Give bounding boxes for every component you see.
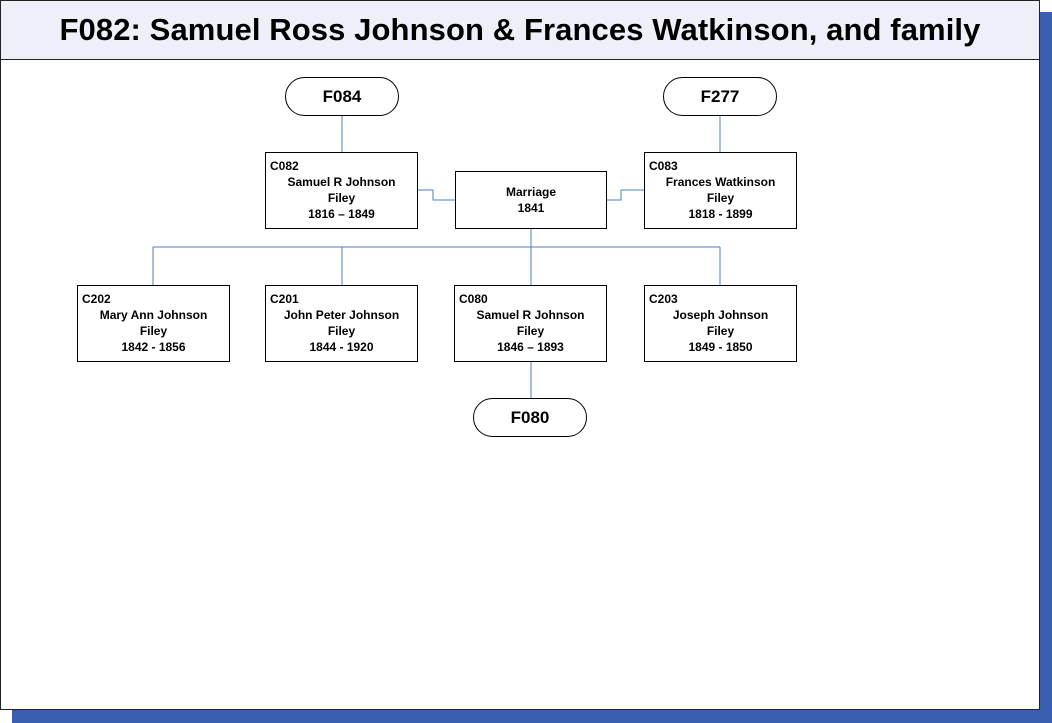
person-code: C082 [270, 159, 299, 173]
connector-marriage-c083 [607, 189, 644, 201]
person-box-father[interactable]: C082 Samuel R Johnson Filey 1816 – 1849 [265, 152, 418, 229]
connector-c082-marriage [418, 189, 455, 201]
person-code: C083 [649, 159, 678, 173]
person-box-child-2[interactable]: C201 John Peter Johnson Filey 1844 - 192… [265, 285, 418, 362]
person-place: Filey [327, 191, 356, 205]
person-box-mother[interactable]: C083 Frances Watkinson Filey 1818 - 1899 [644, 152, 797, 229]
person-place: Filey [706, 324, 735, 338]
family-link-f084[interactable]: F084 [285, 77, 399, 116]
person-code: C080 [459, 292, 488, 306]
person-code: C201 [270, 292, 299, 306]
person-dates: 1846 – 1893 [497, 340, 564, 354]
marriage-year: 1841 [517, 201, 545, 215]
person-code: C203 [649, 292, 678, 306]
chart-page: F082: Samuel Ross Johnson & Frances Watk… [0, 0, 1040, 710]
person-name: Frances Watkinson [665, 175, 776, 189]
person-dates: 1849 - 1850 [688, 340, 753, 354]
person-name: Mary Ann Johnson [99, 308, 208, 322]
person-place: Filey [516, 324, 545, 338]
person-place: Filey [139, 324, 168, 338]
person-name: John Peter Johnson [283, 308, 400, 322]
title-bar: F082: Samuel Ross Johnson & Frances Watk… [1, 1, 1039, 60]
person-dates: 1842 - 1856 [121, 340, 186, 354]
person-dates: 1818 - 1899 [688, 207, 753, 221]
family-link-f080[interactable]: F080 [473, 398, 587, 437]
person-code: C202 [82, 292, 111, 306]
person-name: Samuel R Johnson [476, 308, 585, 322]
person-dates: 1844 - 1920 [309, 340, 374, 354]
person-box-child-3[interactable]: C080 Samuel R Johnson Filey 1846 – 1893 [454, 285, 607, 362]
person-dates: 1816 – 1849 [308, 207, 375, 221]
family-link-f277[interactable]: F277 [663, 77, 777, 116]
person-place: Filey [706, 191, 735, 205]
marriage-label: Marriage [505, 185, 557, 199]
connector-lines [152, 116, 721, 398]
person-place: Filey [327, 324, 356, 338]
person-box-child-1[interactable]: C202 Mary Ann Johnson Filey 1842 - 1856 [77, 285, 230, 362]
person-name: Samuel R Johnson [287, 175, 396, 189]
person-name: Joseph Johnson [672, 308, 769, 322]
person-box-child-4[interactable]: C203 Joseph Johnson Filey 1849 - 1850 [644, 285, 797, 362]
marriage-box: Marriage 1841 [455, 171, 607, 229]
page-title: F082: Samuel Ross Johnson & Frances Watk… [59, 12, 981, 47]
